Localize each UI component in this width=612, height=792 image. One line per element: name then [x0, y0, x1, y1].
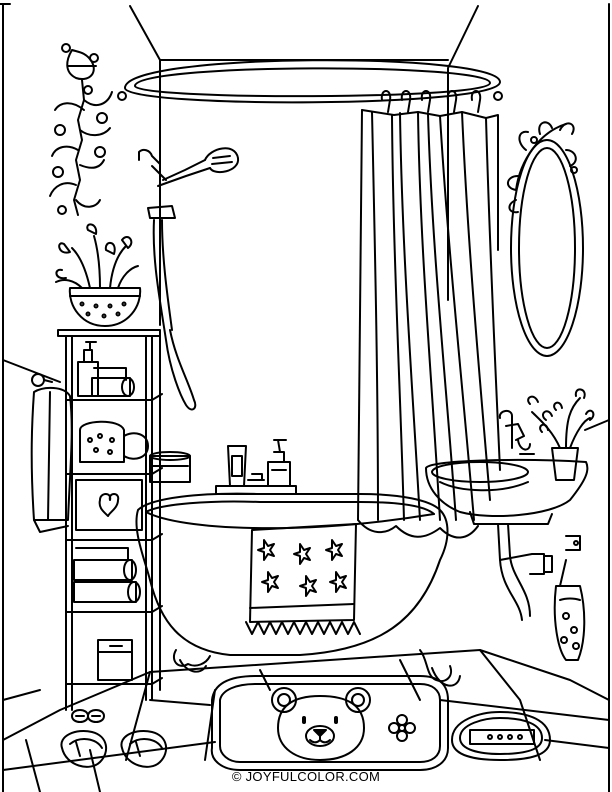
hair-clips: [72, 710, 104, 722]
slippers: [61, 731, 166, 767]
shelf-items: [74, 342, 190, 680]
tub-towel: [246, 524, 360, 634]
bathtub: [136, 440, 460, 686]
hand-towel: [555, 536, 585, 660]
curtain-rings: [382, 91, 480, 112]
bear-bath-mat: [212, 676, 448, 770]
bathroom-scale: [452, 712, 550, 760]
oval-mirror: [508, 122, 583, 356]
shelf-unit: [58, 330, 162, 710]
floor-tiles: [3, 650, 609, 792]
shower-curtain: [358, 110, 500, 538]
potted-plant: [56, 224, 140, 326]
wall-towel: [32, 374, 72, 532]
curtain-rod: [118, 60, 502, 102]
sink: [426, 389, 593, 620]
room-walls: [0, 4, 609, 792]
credit-footer: © JOYFULCOLOR.COM: [231, 769, 381, 784]
shower-head: [139, 148, 238, 409]
hanging-plant: [50, 44, 112, 215]
